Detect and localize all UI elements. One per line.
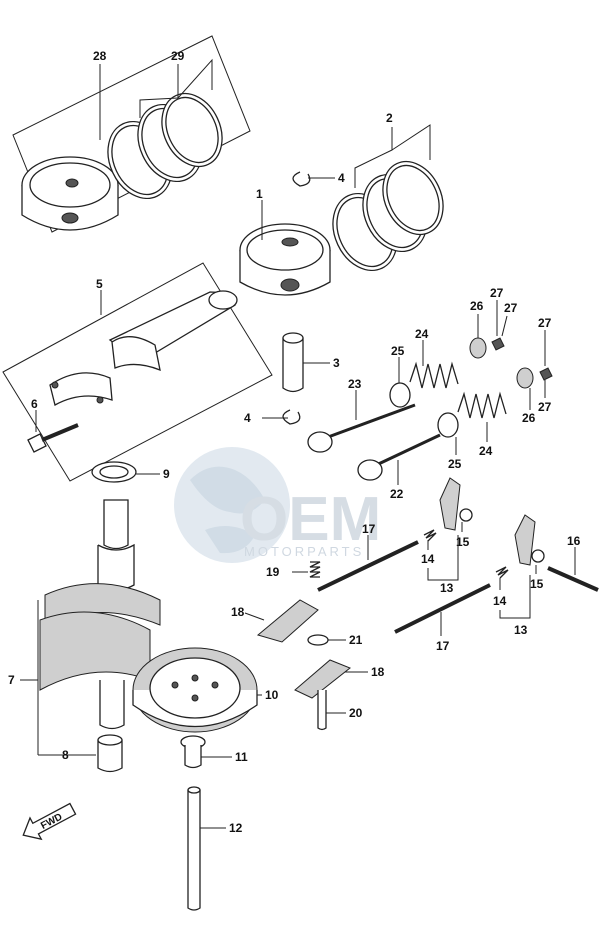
callout-24-bottom: 24 (479, 444, 493, 458)
callout-26-bottom: 26 (522, 411, 536, 425)
crankshaft-group: 9 7 (8, 461, 170, 755)
callout-18-top: 18 (231, 605, 245, 619)
callout-29: 29 (171, 49, 185, 63)
callout-4-top: 4 (338, 171, 345, 185)
callout-14-top: 14 (421, 552, 435, 566)
conrod-box: 5 (2, 262, 273, 482)
callout-19: 19 (266, 565, 280, 579)
callout-14-bottom: 14 (493, 594, 507, 608)
callout-8: 8 (62, 748, 69, 762)
callout-27-d: 27 (538, 400, 552, 414)
pin-11: 11 (180, 735, 248, 769)
watermark: OEM MOTORPARTS (174, 447, 381, 563)
callout-28: 28 (93, 49, 107, 63)
callout-25-top: 25 (391, 344, 405, 358)
callout-13-top: 13 (440, 581, 454, 595)
shaft-12: 12 (187, 786, 243, 911)
callout-25-bottom: 25 (448, 457, 462, 471)
callout-24-top: 24 (415, 327, 429, 341)
callout-22: 22 (390, 487, 404, 501)
callout-3: 3 (333, 356, 340, 370)
callout-15-top: 15 (456, 535, 470, 549)
callout-10: 10 (265, 688, 279, 702)
callout-16: 16 (567, 534, 581, 548)
callout-7: 7 (8, 673, 15, 687)
rocker-group: 17 18 19 21 18 20 17 14 15 13 (231, 477, 599, 731)
piston-pin: 3 4 (244, 332, 340, 425)
fwd-label: FWD (39, 812, 64, 832)
callout-18-bottom: 18 (371, 665, 385, 679)
callout-20: 20 (349, 706, 363, 720)
callout-15-bottom: 15 (530, 577, 544, 591)
watermark-brand: OEM (240, 485, 381, 554)
callout-9: 9 (163, 467, 170, 481)
callout-23: 23 (348, 377, 362, 391)
cam-gear: 10 (132, 647, 279, 733)
callout-17-bottom: 17 (436, 639, 450, 653)
callout-2: 2 (386, 111, 393, 125)
piston-assembly-box: 28 29 (12, 35, 251, 233)
fwd-arrow: FWD (22, 802, 77, 841)
callout-1: 1 (256, 187, 263, 201)
callout-27-a: 27 (490, 286, 504, 300)
callout-26-top: 26 (470, 299, 484, 313)
bushing-8: 8 (38, 734, 123, 773)
callout-12: 12 (229, 821, 243, 835)
callout-27-b: 27 (504, 301, 518, 315)
callout-17-top: 17 (362, 522, 376, 536)
callout-11: 11 (235, 750, 248, 764)
callout-21: 21 (349, 633, 363, 647)
callout-4-bottom: 4 (244, 411, 251, 425)
bolt-6: 6 (27, 397, 79, 453)
callout-13-bottom: 13 (514, 623, 528, 637)
callout-5: 5 (96, 277, 103, 291)
callout-27-c: 27 (538, 316, 552, 330)
valve-train: 23 25 24 26 27 27 22 25 24 26 (307, 286, 553, 501)
piston-group: 1 2 4 (239, 111, 444, 296)
callout-6: 6 (31, 397, 38, 411)
watermark-sub: MOTORPARTS (244, 544, 364, 559)
